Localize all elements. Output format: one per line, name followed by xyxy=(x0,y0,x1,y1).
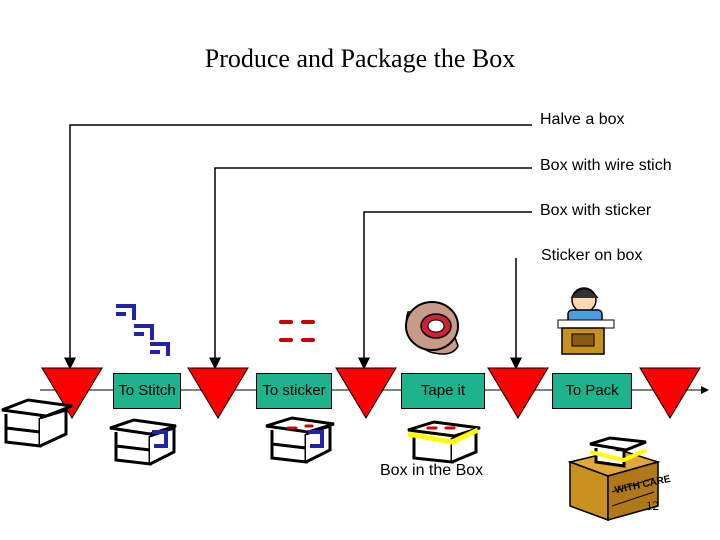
page-title: Produce and Package the Box xyxy=(204,44,516,73)
inventory-triangle-3 xyxy=(335,367,397,419)
inventory-triangle-4 xyxy=(487,367,549,419)
box-stack-icon-1 xyxy=(1,398,73,448)
inventory-triangle-1 xyxy=(41,367,103,419)
box-staple-icon-3 xyxy=(308,430,324,448)
step-tape-it: Tape it xyxy=(401,373,485,409)
tape-strip-icon xyxy=(407,427,480,445)
staples-icon xyxy=(116,304,170,356)
box-sticker-icon-3 xyxy=(286,424,314,430)
inventory-triangle-2 xyxy=(187,367,249,419)
step-to-pack: To Pack xyxy=(552,373,632,409)
feed-label-wire-stich: Box with wire stich xyxy=(540,157,672,174)
step-to-sticker: To sticker xyxy=(256,373,332,409)
stickers-icon xyxy=(279,320,315,342)
feed-line-wire-stich xyxy=(209,167,532,370)
feed-line-halve-box xyxy=(64,124,532,370)
feed-label-sticker-on-box: Sticker on box xyxy=(541,247,643,264)
feed-label-halve-box: Halve a box xyxy=(540,111,625,128)
page-number: 12 xyxy=(646,498,659,513)
inventory-triangle-5 xyxy=(639,367,701,419)
bottom-label-box-in-box: Box in the Box xyxy=(380,462,484,479)
step-to-stitch: To Stitch xyxy=(113,373,181,409)
taped-box-icon xyxy=(407,420,481,464)
box-stack-icon-3 xyxy=(265,416,335,464)
box-staple-icon-2 xyxy=(152,430,168,448)
crate-tape-icon xyxy=(589,448,647,463)
feed-line-sticker xyxy=(358,211,532,370)
feed-label-sticker: Box with sticker xyxy=(540,202,652,219)
worker-icon xyxy=(557,287,615,355)
tape-roll-icon xyxy=(405,301,459,355)
